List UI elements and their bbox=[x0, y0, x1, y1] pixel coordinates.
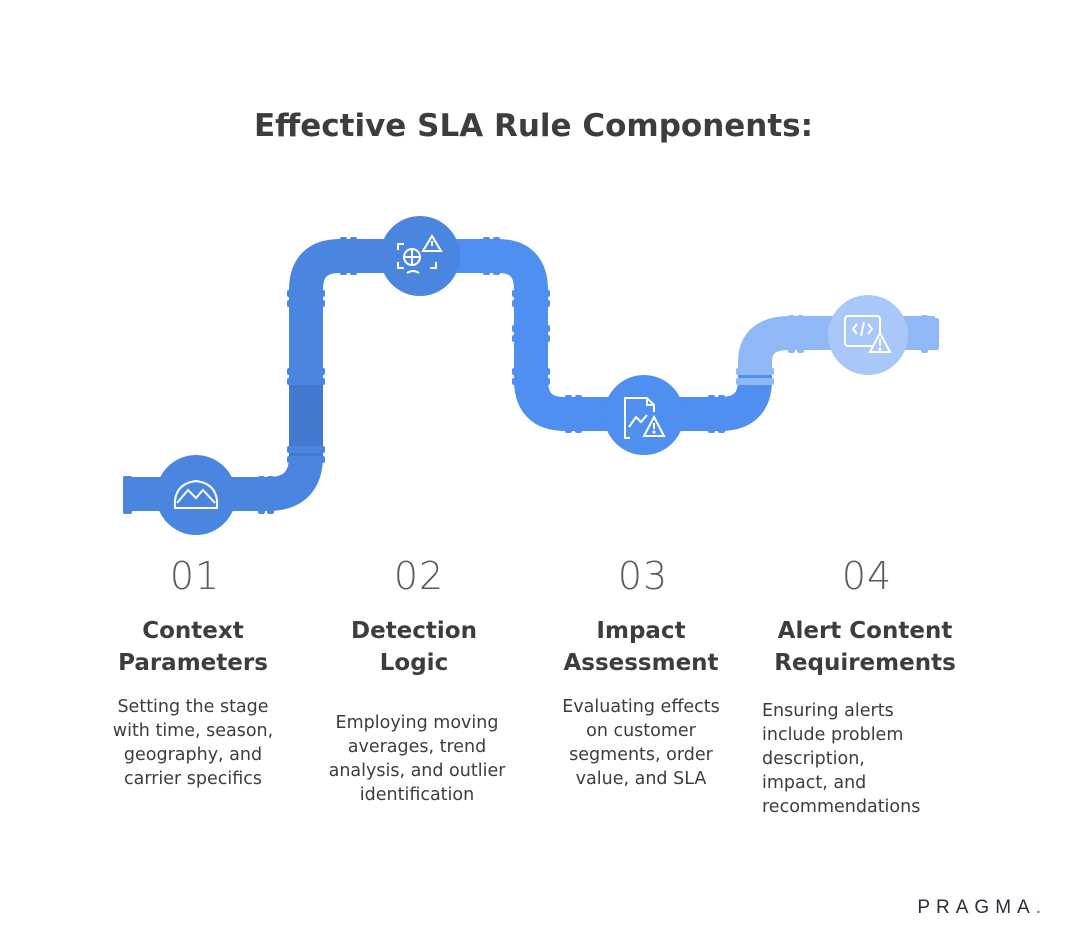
step-2-number: 02 bbox=[393, 554, 445, 598]
pipe-couplings bbox=[123, 237, 939, 514]
chart-alert-icon bbox=[624, 397, 666, 439]
step-4-description: Ensuring alerts include problem descript… bbox=[762, 701, 921, 817]
step-4-node bbox=[828, 295, 908, 375]
step-1-number: 01 bbox=[169, 554, 221, 598]
pragma-logo: PRAGMA. bbox=[917, 897, 1041, 918]
step-3-description: Evaluating effects on customer segments,… bbox=[562, 697, 720, 789]
step-3-heading: Impact Assessment bbox=[563, 618, 719, 676]
step-3-number: 03 bbox=[617, 554, 669, 598]
code-alert-icon bbox=[844, 315, 892, 353]
step-4-number: 04 bbox=[841, 554, 893, 598]
step-2-node bbox=[380, 216, 460, 296]
step-1-node bbox=[156, 455, 236, 535]
page-title: Effective SLA Rule Components: bbox=[253, 108, 814, 144]
scan-alert-icon bbox=[397, 234, 443, 274]
step-3-node bbox=[604, 375, 684, 455]
mountain-icon bbox=[173, 479, 219, 509]
step-1-heading: Context Parameters bbox=[118, 618, 268, 676]
step-4-heading: Alert Content Requirements bbox=[774, 618, 956, 676]
step-1-description: Setting the stage with time, season, geo… bbox=[112, 697, 274, 789]
pipe-segment-1 bbox=[130, 239, 420, 511]
step-2-description: Employing moving averages, trend analysi… bbox=[328, 713, 506, 805]
step-2-heading: Detection Logic bbox=[351, 618, 477, 676]
